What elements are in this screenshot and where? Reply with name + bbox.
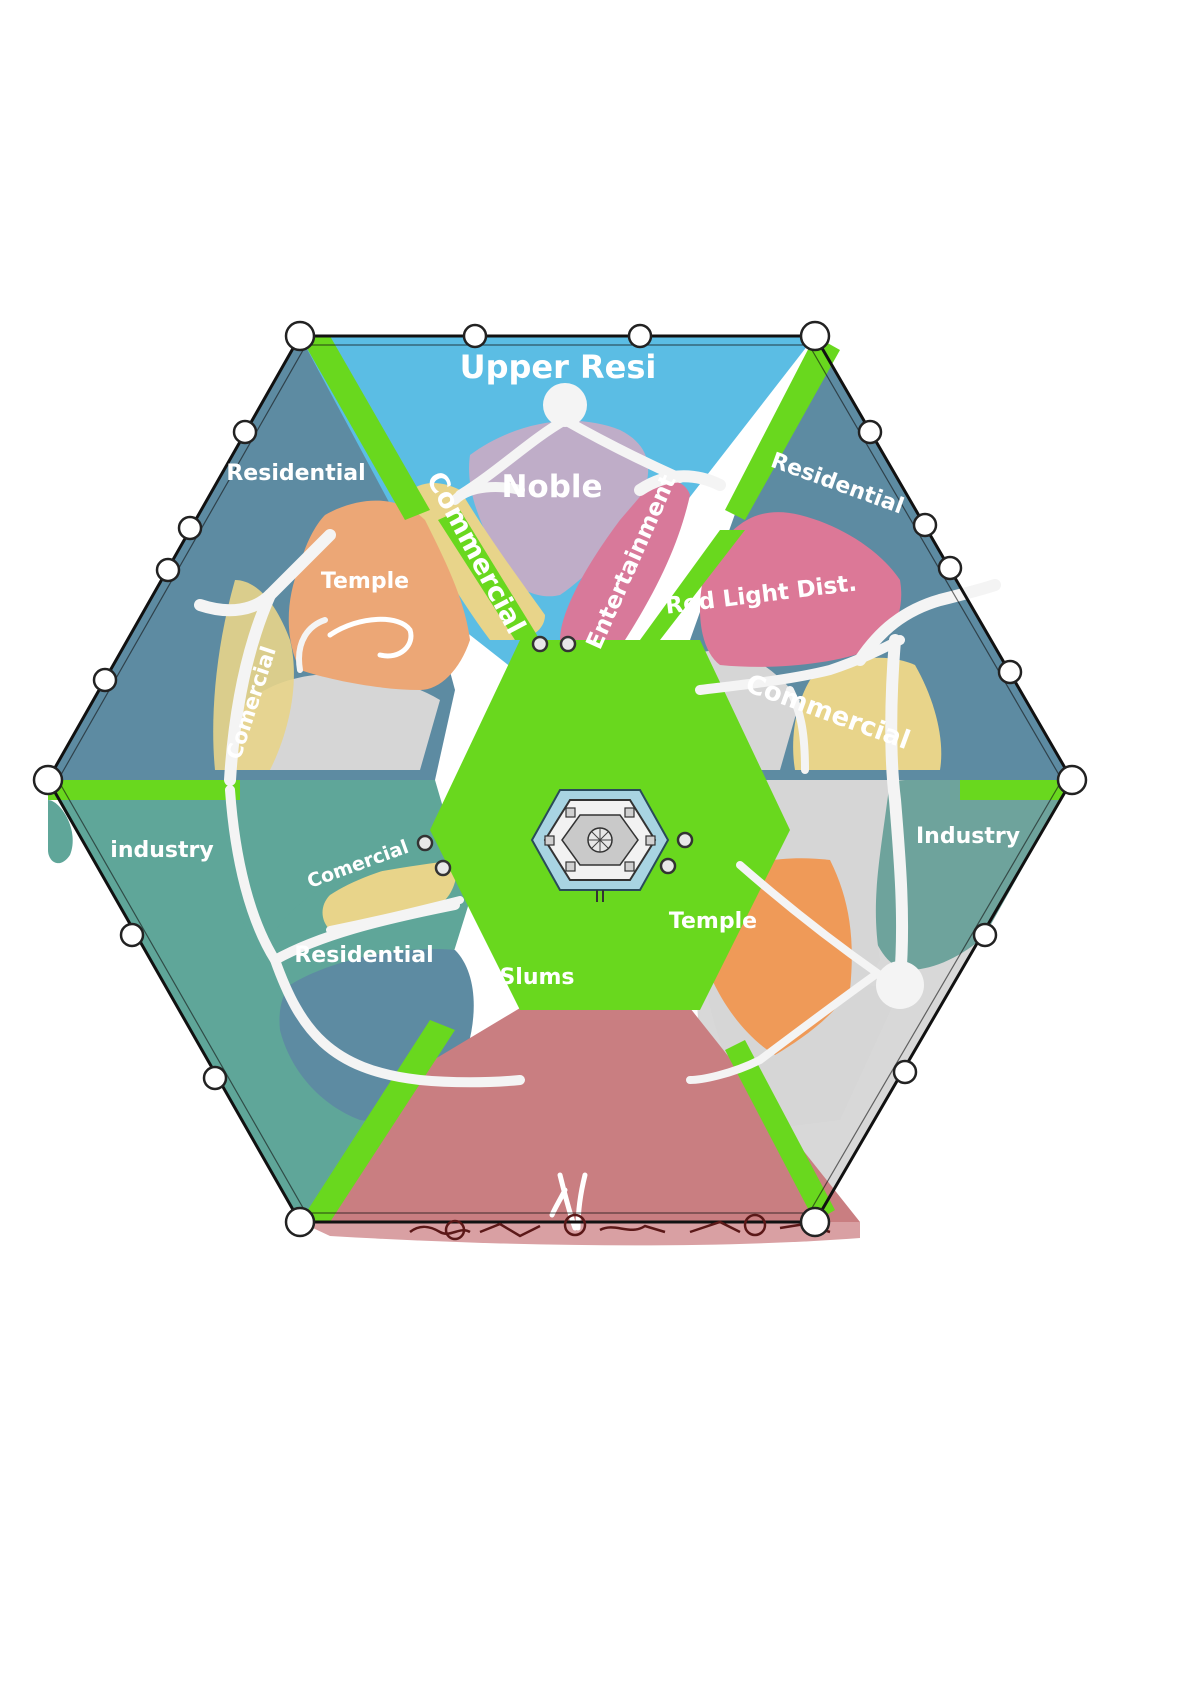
gate-icon (416, 834, 434, 852)
citadel-icon[interactable] (530, 789, 670, 902)
temple-nw-district[interactable] (288, 500, 470, 690)
slums-district[interactable] (300, 1008, 860, 1222)
label-industry-east: Industry (916, 824, 1020, 849)
tower-icon (997, 659, 1023, 685)
tower-icon (462, 323, 488, 349)
gate-icon (676, 831, 694, 849)
tower-icon (799, 320, 831, 352)
tower-icon (155, 557, 181, 583)
tower-icon (912, 512, 938, 538)
gate-icon (434, 859, 452, 877)
tower-icon (937, 555, 963, 581)
wall-towers (32, 320, 1088, 1238)
tower-icon (32, 764, 64, 796)
tower-icon (177, 515, 203, 541)
gate-icon (659, 857, 677, 875)
gate-icon (531, 635, 549, 653)
label-industry-west: industry (110, 838, 213, 863)
tower-icon (202, 1065, 228, 1091)
label-residential-nw: Residential (226, 461, 365, 486)
label-noble: Noble (501, 469, 602, 505)
tower-icon (1056, 764, 1088, 796)
tower-icon (92, 667, 118, 693)
commercial-east-district[interactable] (793, 657, 942, 770)
road-network (194, 383, 1001, 1231)
label-upper-residential: Upper Resi (460, 348, 657, 386)
tower-icon (857, 419, 883, 445)
tower-icon (972, 922, 998, 948)
label-temple-se: Temple (669, 909, 757, 934)
tower-icon (284, 320, 316, 352)
label-residential-sw: Residential (294, 943, 433, 968)
tower-icon (232, 419, 258, 445)
red-light-district[interactable] (700, 512, 902, 667)
comercial-sw-district[interactable] (322, 855, 457, 930)
tower-icon (627, 323, 653, 349)
slums-rubble (409, 1213, 831, 1241)
entertainment-district[interactable] (560, 479, 690, 640)
gate-icon (559, 635, 577, 653)
central-park (48, 336, 1072, 1222)
label-temple-nw: Temple (321, 569, 409, 594)
tower-icon (284, 1206, 316, 1238)
tower-icon (892, 1059, 918, 1085)
label-slums: Slums (499, 965, 574, 990)
tower-icon (119, 922, 145, 948)
tower-icon (799, 1206, 831, 1238)
